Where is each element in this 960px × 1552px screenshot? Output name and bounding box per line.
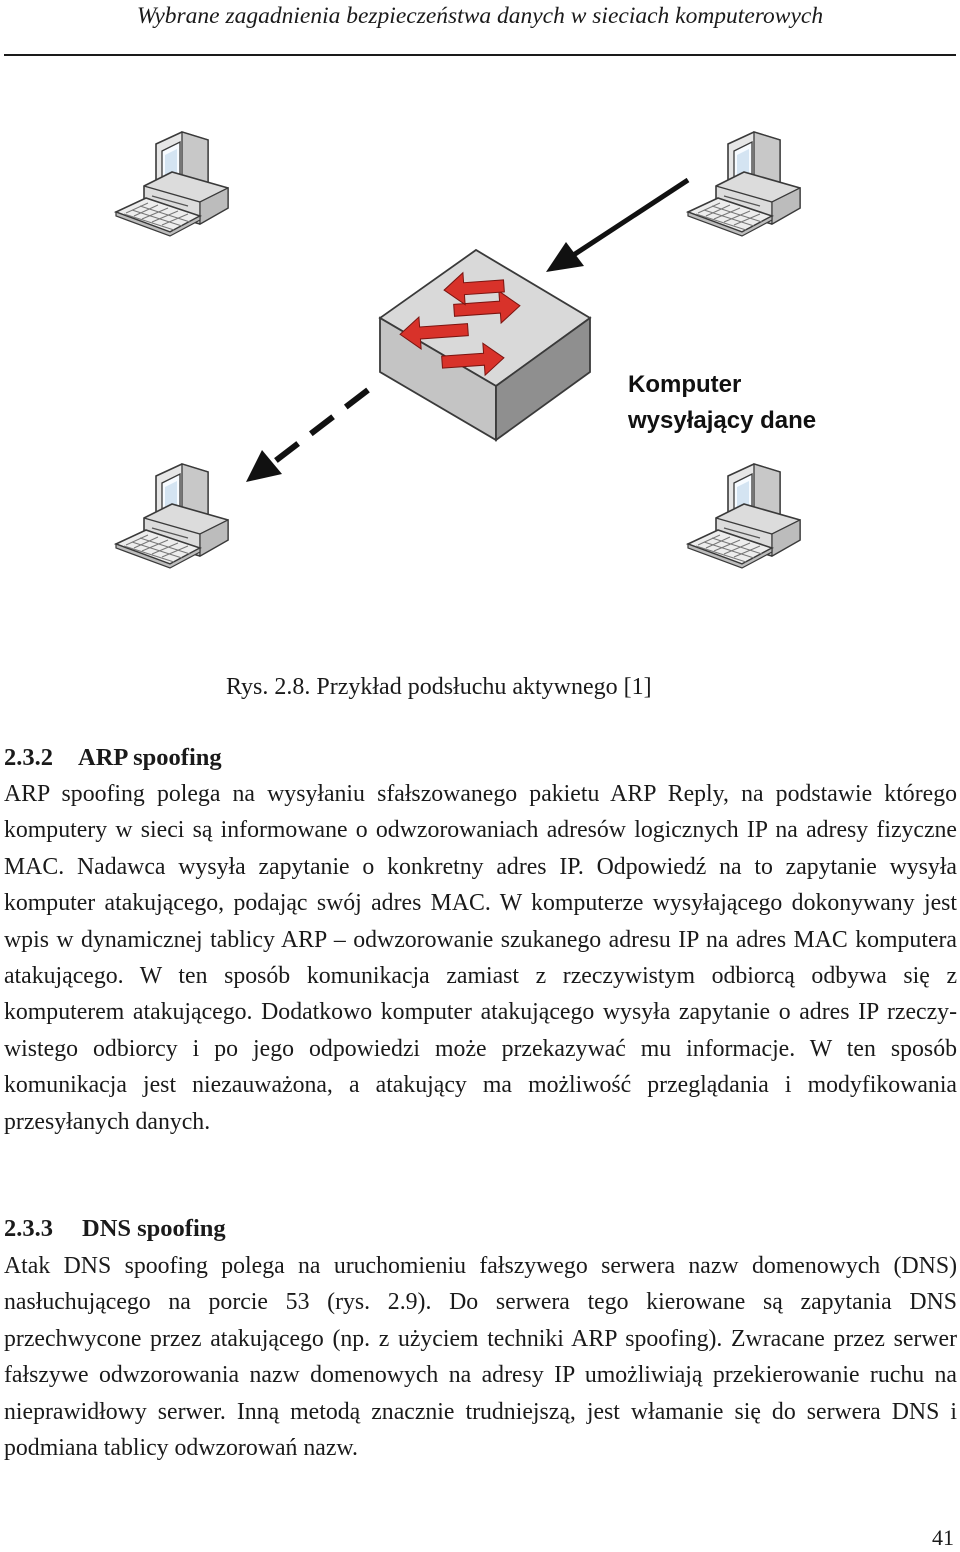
running-title: Wybrane zagadnienia bezpieczeństwa danyc…	[136, 3, 824, 29]
data-flow-arrow-solid	[546, 177, 690, 272]
page-number: 41	[932, 1525, 954, 1550]
paragraph-arp-spoofing: ARP spoofing polega na wysyłaniu sfałszo…	[4, 781, 957, 1135]
sending-computer-label: Komputer wysyłający dane	[628, 367, 868, 439]
computer-icon-top-right	[687, 131, 801, 237]
paragraph-dns-spoofing: Atak DNS spoofing polega na uruchomieniu…	[4, 1253, 957, 1462]
network-switch-icon	[378, 248, 592, 442]
section-heading-dns: 2.3.3 DNS spoofing	[4, 1213, 226, 1245]
computer-icon-top-left	[115, 131, 229, 237]
section-title: DNS spoofing	[82, 1215, 226, 1242]
section-number: 2.3.2	[4, 744, 53, 771]
section-title: ARP spoofing	[78, 744, 222, 771]
figure-active-sniffing: Komputer wysyłający dane	[0, 115, 960, 675]
figure-caption: Rys. 2.8. Przykład podsłuchu aktywnego […	[226, 674, 652, 700]
network-diagram	[115, 131, 801, 569]
computer-icon-bottom-left	[115, 463, 229, 569]
label-line-1: Komputer	[628, 371, 742, 398]
section-number: 2.3.3	[4, 1215, 53, 1242]
header-rule	[4, 54, 956, 56]
data-flow-arrow-dashed	[246, 387, 370, 482]
label-line-2: wysyłający dane	[628, 407, 817, 434]
section-heading-arp: 2.3.2 ARP spoofing	[4, 742, 222, 774]
computer-icon-bottom-right	[687, 463, 801, 569]
